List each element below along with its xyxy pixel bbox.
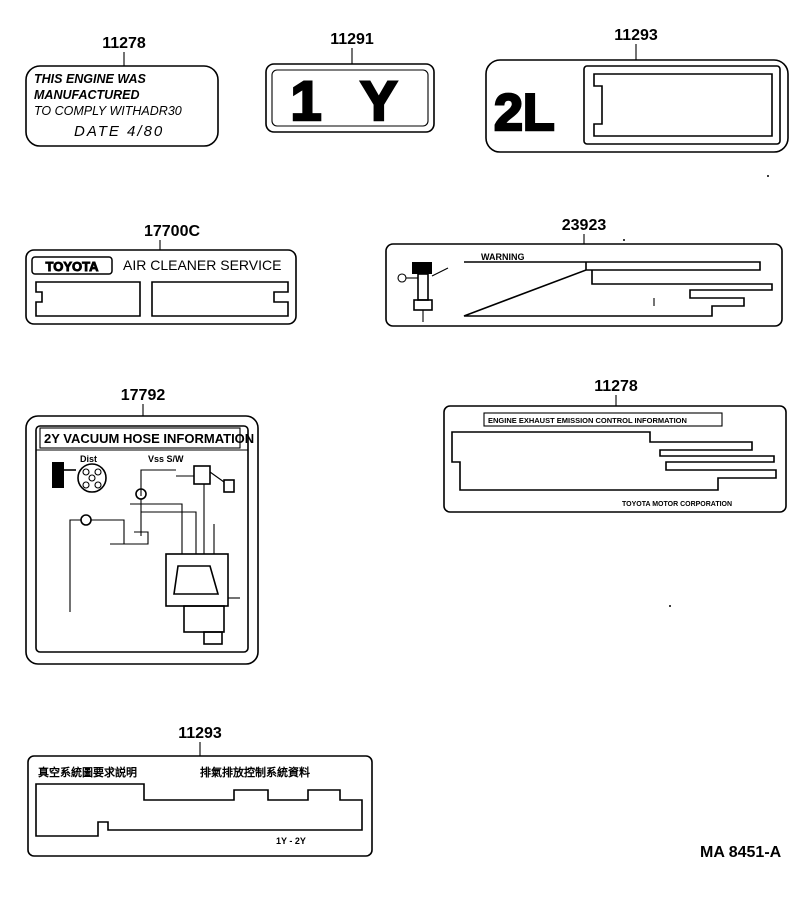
- title-box: [39, 427, 241, 449]
- label-line-2: MANUFACTURED: [34, 88, 140, 102]
- speck: [669, 605, 671, 607]
- label-title: AIR CLEANER SERVICE: [123, 257, 281, 273]
- label-model: 1Y - 2Y: [276, 836, 306, 846]
- part-number-11291: 11291: [330, 31, 374, 48]
- speck: [623, 239, 625, 241]
- text-block: [35, 783, 363, 837]
- label-outline: [25, 65, 219, 147]
- vacuum-hoses: [69, 469, 215, 612]
- warning-text-block: [463, 261, 773, 317]
- part-17792-vacuum-hose-label: 17792 2Y VACUUM HOSE INFORMATION Dist Vs…: [25, 387, 259, 665]
- part-number-23923: 23923: [562, 217, 607, 234]
- label-line-1: THIS ENGINE WAS: [34, 72, 146, 86]
- emblem-outline: [485, 59, 789, 153]
- part-11293-chinese-label: 11293 真空系統圖要求説明 排氣排放控制系統資料 1Y - 2Y: [27, 725, 373, 857]
- warning-heading: WARNING: [481, 252, 525, 262]
- part-number-11293: 11293: [178, 725, 222, 742]
- header-box: [483, 412, 723, 427]
- reference-code: MA 8451-A: [700, 844, 782, 861]
- part-11291-1y-emblem: 11291 1 Y: [265, 31, 435, 133]
- emblem-text: 2L: [494, 84, 555, 142]
- distributor-icon: [52, 462, 107, 493]
- label-jp-left: 真空系統圖要求説明: [38, 765, 137, 779]
- label-footer: TOYOTA MOTOR CORPORATION: [622, 501, 732, 508]
- part-11278-emission-info-label: 11278 ENGINE EXHAUST EMISSION CONTROL IN…: [443, 378, 787, 513]
- part-number-11293: 11293: [614, 27, 658, 44]
- blank-field-left: [35, 281, 141, 317]
- label-date: DATE 4/80: [74, 123, 164, 140]
- label-jp-right: 排氣排放控制系統資料: [200, 765, 310, 779]
- blank-panel-inner: [593, 73, 773, 137]
- label-outline: [385, 243, 783, 327]
- dist-label: Dist: [80, 454, 97, 464]
- part-number-11278: 11278: [594, 378, 638, 395]
- speck: [767, 175, 769, 177]
- part-17700c-air-cleaner-label: 17700C TOYOTA AIR CLEANER SERVICE: [25, 223, 297, 325]
- label-outline: [27, 755, 373, 857]
- toyota-logo-box: [31, 256, 113, 275]
- label-outline: [25, 415, 259, 665]
- info-text-block: [451, 431, 777, 491]
- label-line-3: TO COMPLY WITHADR30: [34, 104, 182, 118]
- part-11293-2l-emblem: 11293 2L: [485, 27, 789, 153]
- blank-field-right: [151, 281, 289, 317]
- part-number-11278: 11278: [102, 35, 146, 52]
- part-11278-emission-label: 11278 THIS ENGINE WAS MANUFACTURED TO CO…: [25, 35, 219, 147]
- label-outline: [25, 249, 297, 325]
- vsv-switch-label: Vss S/W: [148, 454, 184, 464]
- label-outline: [443, 405, 787, 513]
- label-inner-outline: [35, 425, 249, 653]
- blank-panel-outer: [583, 65, 781, 145]
- emblem-inner-outline: [271, 69, 429, 127]
- part-number-17700c: 17700C: [144, 223, 200, 240]
- part-number-17792: 17792: [121, 387, 166, 404]
- toyota-logo-text: TOYOTA: [46, 259, 100, 274]
- carburetor-icon: [165, 553, 240, 645]
- emblem-text: 1 Y: [290, 69, 409, 132]
- label-header: ENGINE EXHAUST EMISSION CONTROL INFORMAT…: [488, 416, 687, 425]
- vacuum-switch-icon: [176, 465, 235, 493]
- emblem-outline: [265, 63, 435, 133]
- part-23923-warning-label: 23923 WARNING: [385, 217, 783, 327]
- label-title: 2Y VACUUM HOSE INFORMATION: [44, 431, 254, 446]
- fuel-filter-icon: [397, 262, 449, 322]
